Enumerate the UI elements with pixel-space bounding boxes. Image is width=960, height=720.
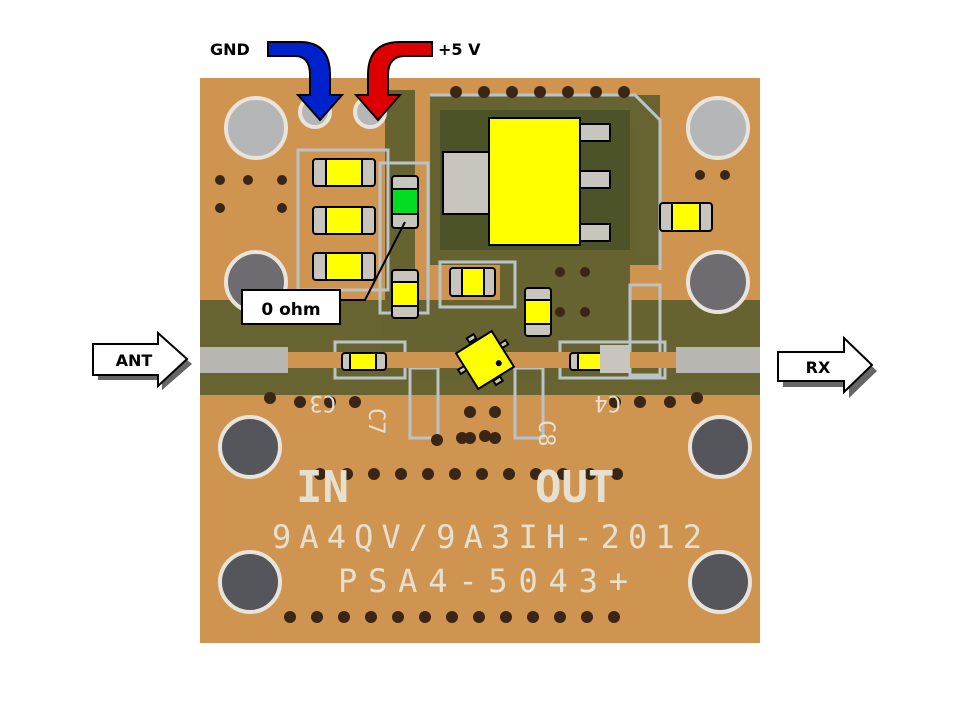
silk-c8: C8 [533, 420, 558, 447]
via [395, 468, 407, 480]
via [341, 468, 353, 480]
silk-in: IN [296, 462, 349, 513]
via [608, 611, 620, 623]
components [312, 117, 713, 391]
regulator-pin-2 [579, 170, 611, 189]
rf-input-pad [200, 347, 288, 373]
rx-label: RX [806, 358, 831, 377]
callout-line [340, 221, 406, 301]
silk-c3: C3 [310, 390, 337, 415]
silk-out: OUT [535, 462, 614, 513]
zero-ohm-label: 0 ohm [261, 300, 320, 320]
via-row-middle [314, 468, 623, 480]
via [581, 611, 593, 623]
via-row-bottom [284, 611, 620, 623]
via [422, 468, 434, 480]
gnd-label: GND [210, 40, 250, 59]
silk-c4: C4 [595, 390, 622, 415]
via [446, 611, 458, 623]
mmic-pad [600, 345, 630, 373]
regulator-tab [442, 151, 491, 215]
via [500, 611, 512, 623]
amplifier-ic [454, 329, 516, 391]
via [527, 611, 539, 623]
via [554, 611, 566, 623]
gnd-arrow-icon [267, 41, 345, 122]
regulator-pin-1 [579, 123, 611, 142]
via [473, 611, 485, 623]
via [284, 611, 296, 623]
via [503, 468, 515, 480]
via [314, 468, 326, 480]
rx-arrow-icon [777, 335, 874, 395]
via [476, 468, 488, 480]
regulator-body [488, 117, 581, 246]
regulator-pin-3 [579, 223, 611, 242]
rf-output-pad [676, 347, 760, 373]
via [368, 468, 380, 480]
via [419, 611, 431, 623]
via [392, 611, 404, 623]
ant-label: ANT [116, 351, 153, 370]
via [338, 611, 350, 623]
via [557, 468, 569, 480]
via [449, 468, 461, 480]
vcc-label: +5 V [438, 40, 481, 59]
silk-c7: C7 [363, 408, 388, 435]
via [584, 468, 596, 480]
via [311, 611, 323, 623]
vcc-arrow-icon [353, 41, 433, 122]
via [530, 468, 542, 480]
ant-arrow-icon [92, 330, 189, 389]
via [365, 611, 377, 623]
vias [215, 86, 730, 446]
via [611, 468, 623, 480]
mounting-holes [218, 95, 752, 614]
zero-ohm-callout-box [241, 289, 341, 325]
